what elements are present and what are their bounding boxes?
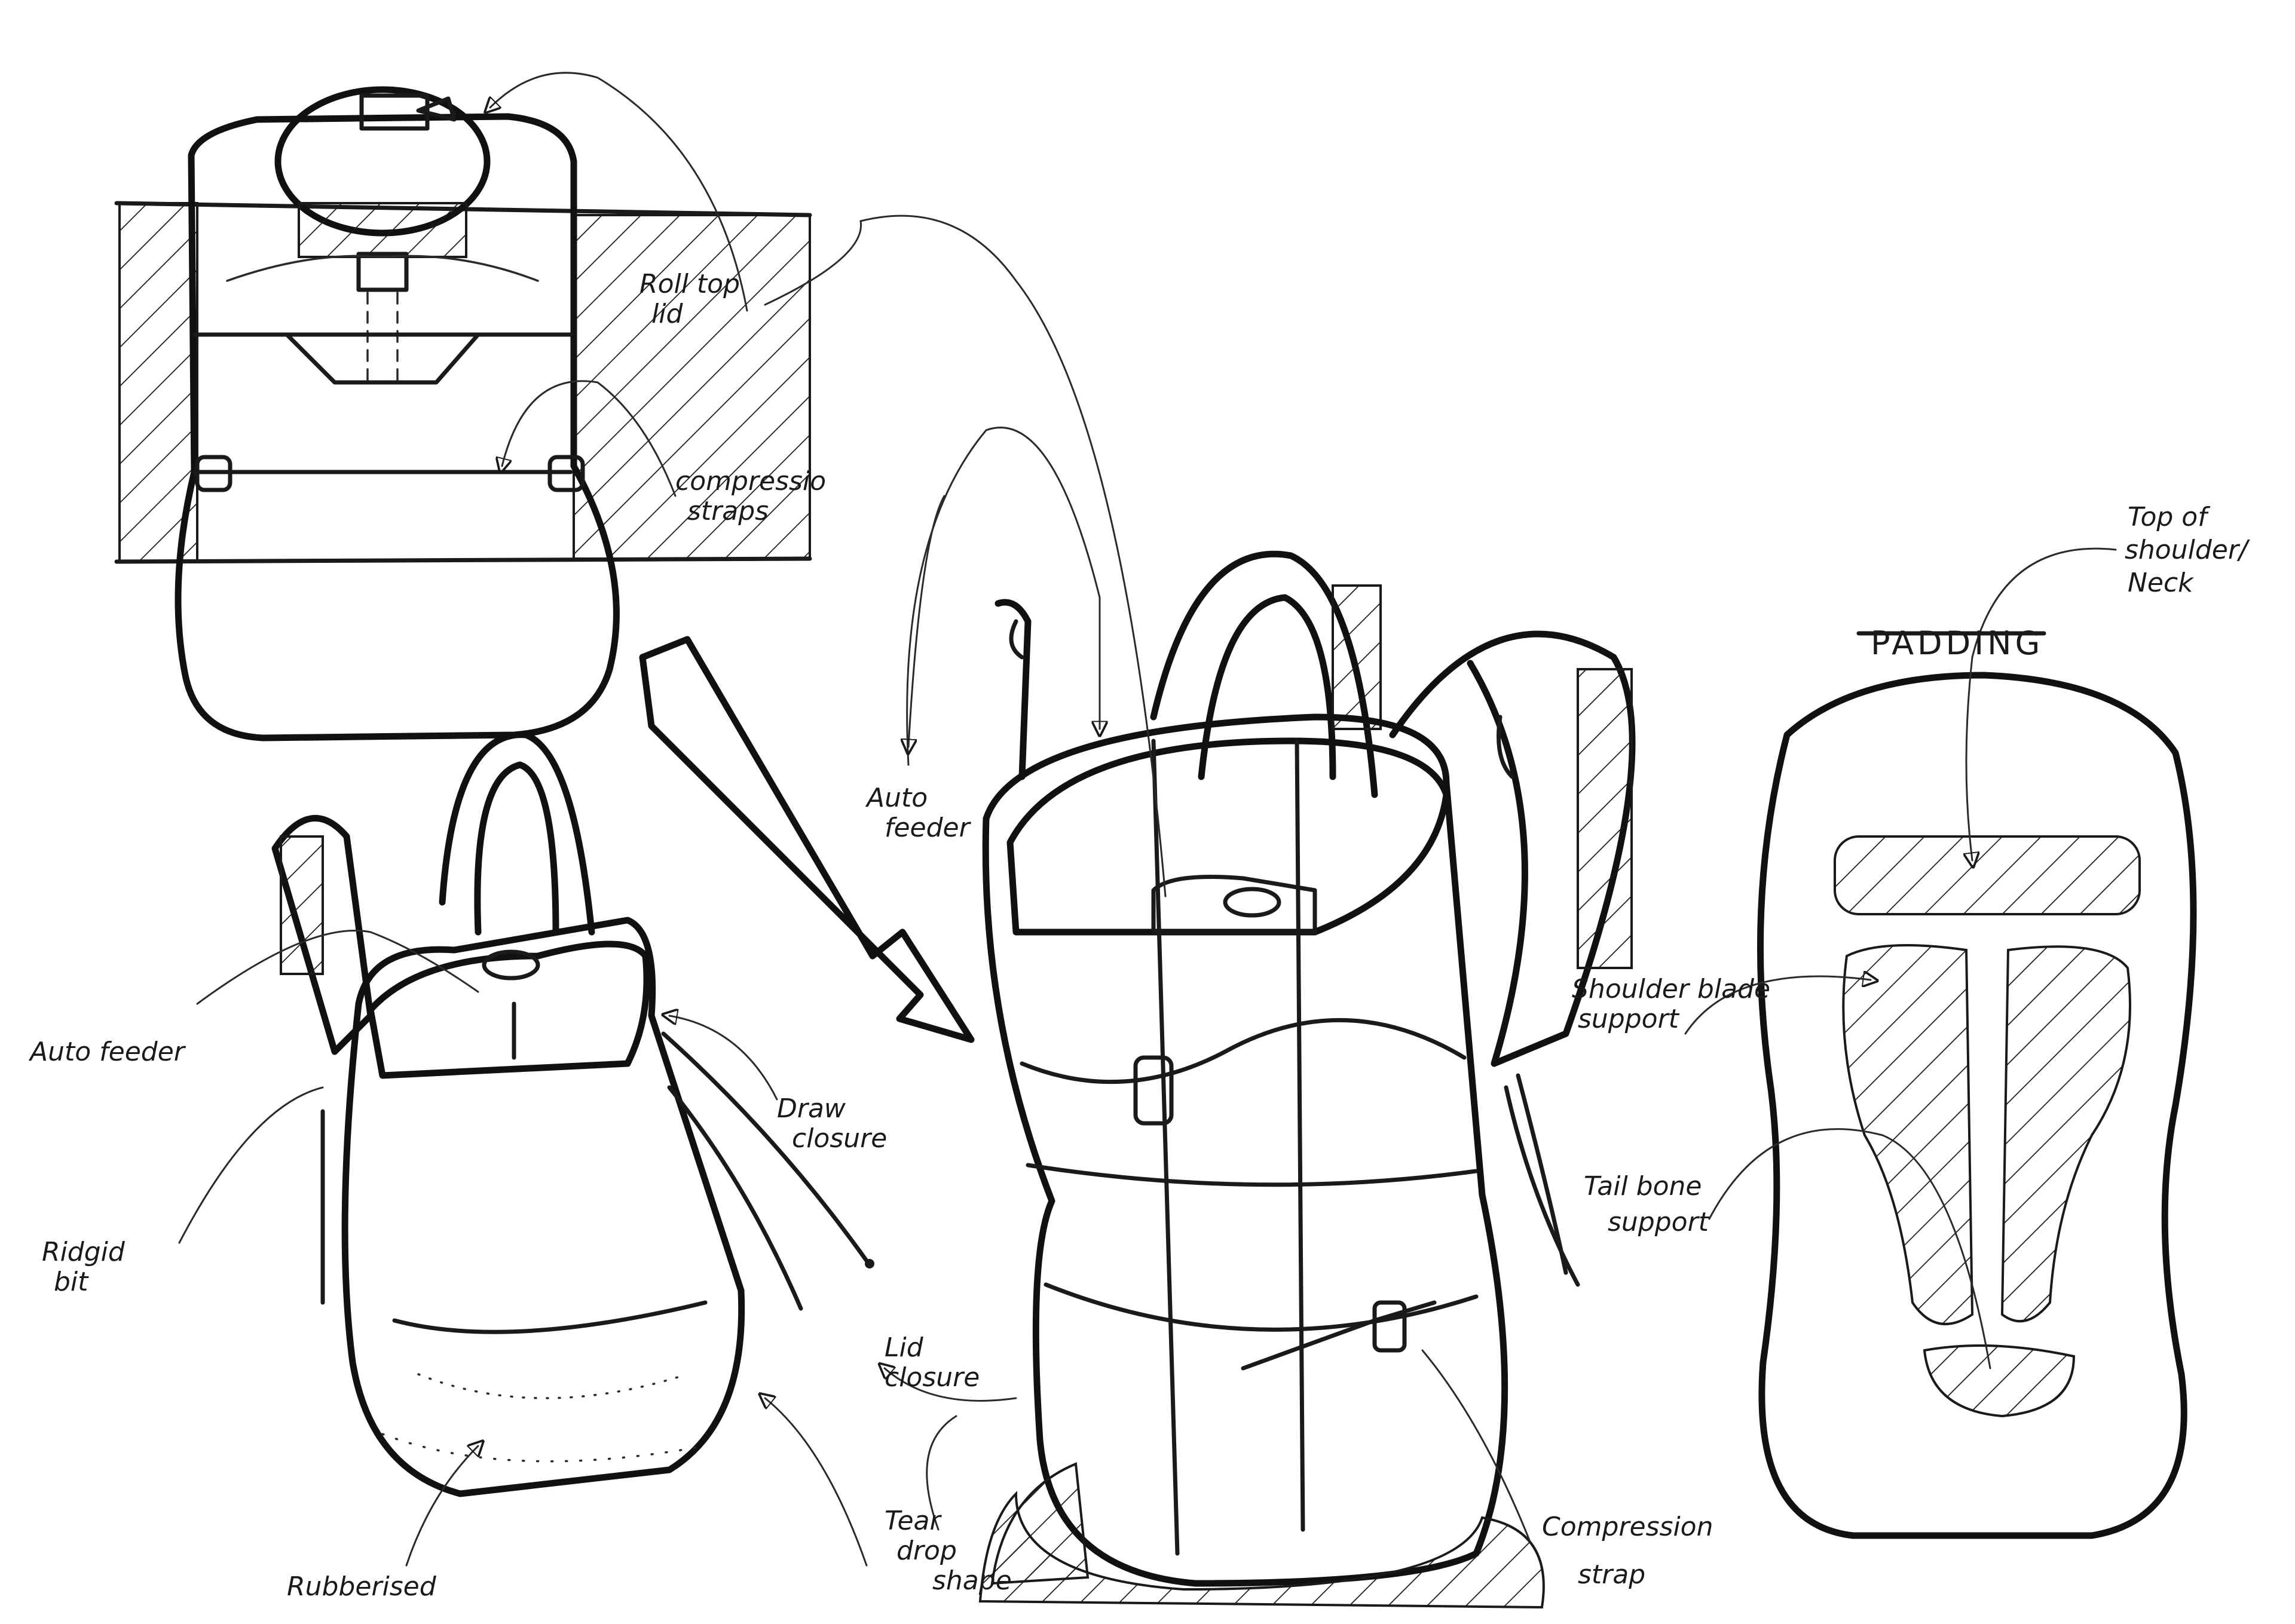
label-lid-closure-2: closure bbox=[885, 1362, 980, 1393]
label-draw-closure-2: closure bbox=[792, 1123, 887, 1154]
padding-panel-sketch bbox=[1757, 672, 2197, 1539]
label-shoulder-blade-2: support bbox=[1578, 1004, 1680, 1034]
label-auto-feeder-left: Auto feeder bbox=[28, 1037, 186, 1067]
label-roll-top-1: Roll top bbox=[639, 269, 740, 299]
label-compression-strap-2: strap bbox=[1578, 1559, 1645, 1590]
direction-arrow bbox=[639, 636, 975, 1043]
label-compression-top-1: compressio bbox=[675, 466, 826, 497]
label-auto-feeder-mid-1: Auto bbox=[865, 783, 928, 813]
label-tear-drop-3: shape bbox=[932, 1565, 1012, 1596]
label-top-shoulder-1: Top of bbox=[2128, 502, 2211, 532]
neck-pad bbox=[1834, 835, 2141, 915]
label-shoulder-blade-1: Shoulder blade bbox=[1572, 974, 1770, 1004]
label-compression-strap-1: Compression bbox=[1542, 1512, 1713, 1542]
label-ridgid-2: bit bbox=[54, 1267, 89, 1297]
three-quarter-view-sketch bbox=[271, 731, 874, 1497]
label-tail-bone-1: Tail bone bbox=[1584, 1171, 1702, 1202]
left-shoulder-blade-pad bbox=[1842, 944, 1974, 1325]
label-tear-drop-2: drop bbox=[896, 1536, 957, 1566]
front-view-sketch bbox=[114, 86, 812, 741]
label-ridgid-1: Ridgid bbox=[42, 1237, 126, 1267]
lid-opening-hatch bbox=[298, 202, 467, 258]
tail-bone-pad bbox=[1923, 1344, 2076, 1418]
label-auto-feeder-mid-2: feeder bbox=[885, 813, 972, 843]
label-tear-drop-1: Tear bbox=[885, 1506, 942, 1536]
main-backpack-sketch bbox=[978, 550, 1636, 1609]
label-roll-top-2: lid bbox=[651, 299, 683, 329]
right-shoulder-blade-pad bbox=[2000, 945, 2131, 1323]
annotation-labels: Roll top lid compressio straps Auto feed… bbox=[28, 269, 2250, 1602]
background-hatch-right bbox=[573, 214, 811, 560]
background-hatch-left bbox=[118, 202, 198, 563]
leader-lines bbox=[178, 72, 2117, 1567]
label-top-shoulder-3: Neck bbox=[2128, 568, 2194, 598]
label-rubberised: Rubberised bbox=[287, 1571, 437, 1602]
label-padding: PADDING bbox=[1871, 624, 2043, 662]
label-draw-closure-1: Draw bbox=[777, 1093, 846, 1124]
label-top-shoulder-2: shoulder/ bbox=[2125, 535, 2250, 565]
label-compression-top-2: straps bbox=[687, 496, 769, 526]
label-tail-bone-2: support bbox=[1608, 1207, 1710, 1237]
label-lid-closure-1: Lid bbox=[885, 1332, 924, 1363]
